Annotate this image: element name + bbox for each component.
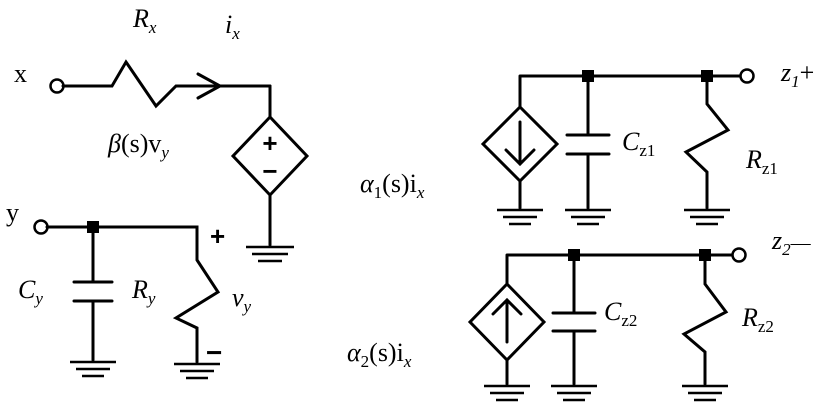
ground-icon: [497, 208, 543, 226]
z1-branch: z1+ α1(s)ix Cz1 Rz1: [360, 58, 814, 226]
terminal-x-label: x: [14, 59, 27, 88]
terminal-z1: [739, 68, 755, 84]
alpha2-label: α2(s)ix: [347, 338, 412, 371]
resistor-rz2: [681, 253, 729, 386]
resistor-rz1: [683, 74, 731, 210]
ry-label: Ry: [131, 275, 156, 308]
vsource-plus: +: [262, 128, 277, 158]
rz2-label: Rz2: [741, 303, 774, 336]
cz1-label: Cz1: [622, 127, 655, 160]
beta-label: β(s)vy: [107, 129, 169, 162]
z2-branch: z2— α2(s)ix Cz2 Rz2: [347, 226, 812, 402]
vy-minus: −: [206, 337, 222, 368]
y-branch: y Cy Ry + − vy: [6, 198, 252, 380]
ground-icon: [70, 360, 116, 378]
ix-label: ix: [225, 10, 240, 43]
ground-icon: [551, 384, 597, 402]
ground-icon: [484, 384, 530, 402]
x-branch: x Rx ix + − β(s)vy: [14, 4, 310, 263]
rx-label: Rx: [132, 4, 157, 37]
current-arrow-ix: [196, 72, 224, 100]
resistor-ry: [172, 253, 221, 364]
ground-icon: [565, 208, 611, 226]
arrow-down-icon: [504, 120, 536, 167]
terminal-y-label: y: [6, 198, 19, 227]
z2-label: z2—: [771, 226, 812, 259]
vy-label: vy: [232, 283, 252, 316]
cy-label: Cy: [18, 275, 43, 308]
resistor-rx: [61, 59, 272, 109]
wire-z2-top: [505, 253, 735, 286]
terminal-z2: [731, 247, 747, 263]
vy-plus: +: [210, 221, 225, 251]
vsource-minus: −: [262, 156, 277, 186]
rz1-label: Rz1: [745, 145, 778, 178]
cz2-label: Cz2: [604, 297, 637, 330]
ground-icon: [684, 208, 730, 226]
ground-icon: [682, 384, 728, 402]
ground-icon: [246, 245, 294, 263]
ground-icon: [174, 362, 220, 380]
alpha1-label: α1(s)ix: [360, 169, 425, 202]
arrow-up-icon: [491, 297, 523, 344]
wire-y-top: [45, 225, 199, 257]
z1-label: z1+: [780, 58, 814, 91]
